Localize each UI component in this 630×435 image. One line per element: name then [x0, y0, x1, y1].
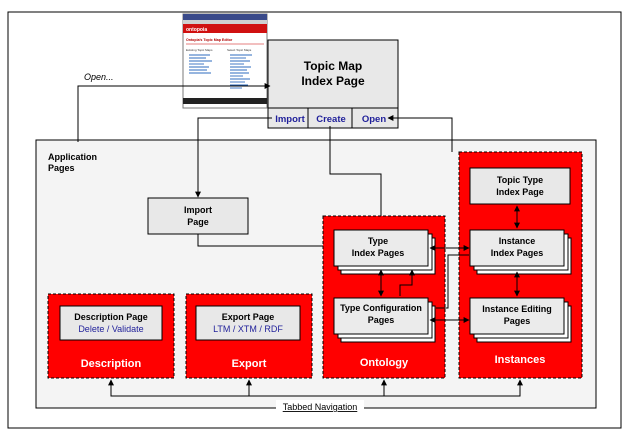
description-panel: Description Page Delete / Validate Descr…: [47, 293, 175, 379]
description-page-label: Description Page: [74, 312, 148, 322]
export-formats-label: LTM / XTM / RDF: [213, 324, 283, 334]
export-tab-label: Export: [232, 358, 267, 370]
import-page-label-1: Import: [184, 205, 212, 215]
ontology-tab-label: Ontology: [360, 357, 409, 369]
editor-screenshot-thumbnail: ontopoia Ontopia's Topic Map Editor Exis…: [182, 13, 268, 109]
screenshot-col2-heading: Select Topic Maps: [227, 48, 252, 52]
import-page-box: [147, 197, 249, 235]
instance-editing-label-2: Pages: [504, 316, 531, 326]
open-arrow: [77, 83, 271, 142]
tabbed-navigation-label-bg: [276, 400, 364, 413]
tabbed-navigation-label: Tabbed Navigation: [283, 402, 358, 412]
import-arrow: [195, 117, 272, 198]
instance-index-label-1: Instance: [499, 236, 536, 246]
open-link-arrow: [387, 115, 453, 152]
import-link[interactable]: Import: [275, 114, 305, 125]
create-link[interactable]: Create: [316, 114, 346, 125]
open-arrow-label: Open...: [84, 72, 114, 82]
description-tab-label: Description: [81, 358, 142, 370]
instances-panel: Topic Type Index Page Instance Index Pag…: [458, 151, 583, 379]
topic-map-index-page: Topic Map Index Page Import Create Open: [267, 39, 399, 129]
import-page-label-2: Page: [187, 217, 209, 227]
open-link[interactable]: Open: [362, 114, 386, 125]
export-page-label: Export Page: [222, 312, 275, 322]
application-pages-label-2: Pages: [48, 163, 75, 173]
type-config-label-1: Type Configuration: [340, 303, 422, 313]
type-config-back-arrow: [399, 269, 415, 296]
topic-type-index-label-2: Index Page: [496, 187, 544, 197]
ontology-panel: Type Index Pages Type Configuration Page…: [322, 215, 446, 379]
config-to-instance-index-line: [436, 254, 469, 309]
index-page-title-2: Index Page: [301, 74, 365, 88]
instances-tab-label: Instances: [495, 354, 546, 366]
screenshot-col1-heading: Existing Topic Maps: [186, 48, 213, 52]
instance-index-label-2: Index Pages: [491, 248, 544, 258]
type-index-label-1: Type: [368, 236, 388, 246]
description-actions-label: Delete / Validate: [78, 324, 143, 334]
screenshot-brand: ontopoia: [186, 27, 207, 33]
instance-editing-label-1: Instance Editing: [482, 304, 552, 314]
type-index-label-2: Index Pages: [352, 248, 405, 258]
create-arrow: [329, 126, 384, 229]
type-config-label-2: Pages: [368, 315, 395, 325]
application-pages-label-1: Application: [48, 152, 97, 162]
import-to-ontology-arrow: [197, 234, 334, 249]
export-panel: Export Page LTM / XTM / RDF Export: [185, 293, 313, 379]
index-page-title-1: Topic Map: [304, 59, 362, 73]
screenshot-title: Ontopia's Topic Map Editor: [186, 38, 233, 42]
topic-type-index-label-1: Topic Type: [497, 175, 543, 185]
